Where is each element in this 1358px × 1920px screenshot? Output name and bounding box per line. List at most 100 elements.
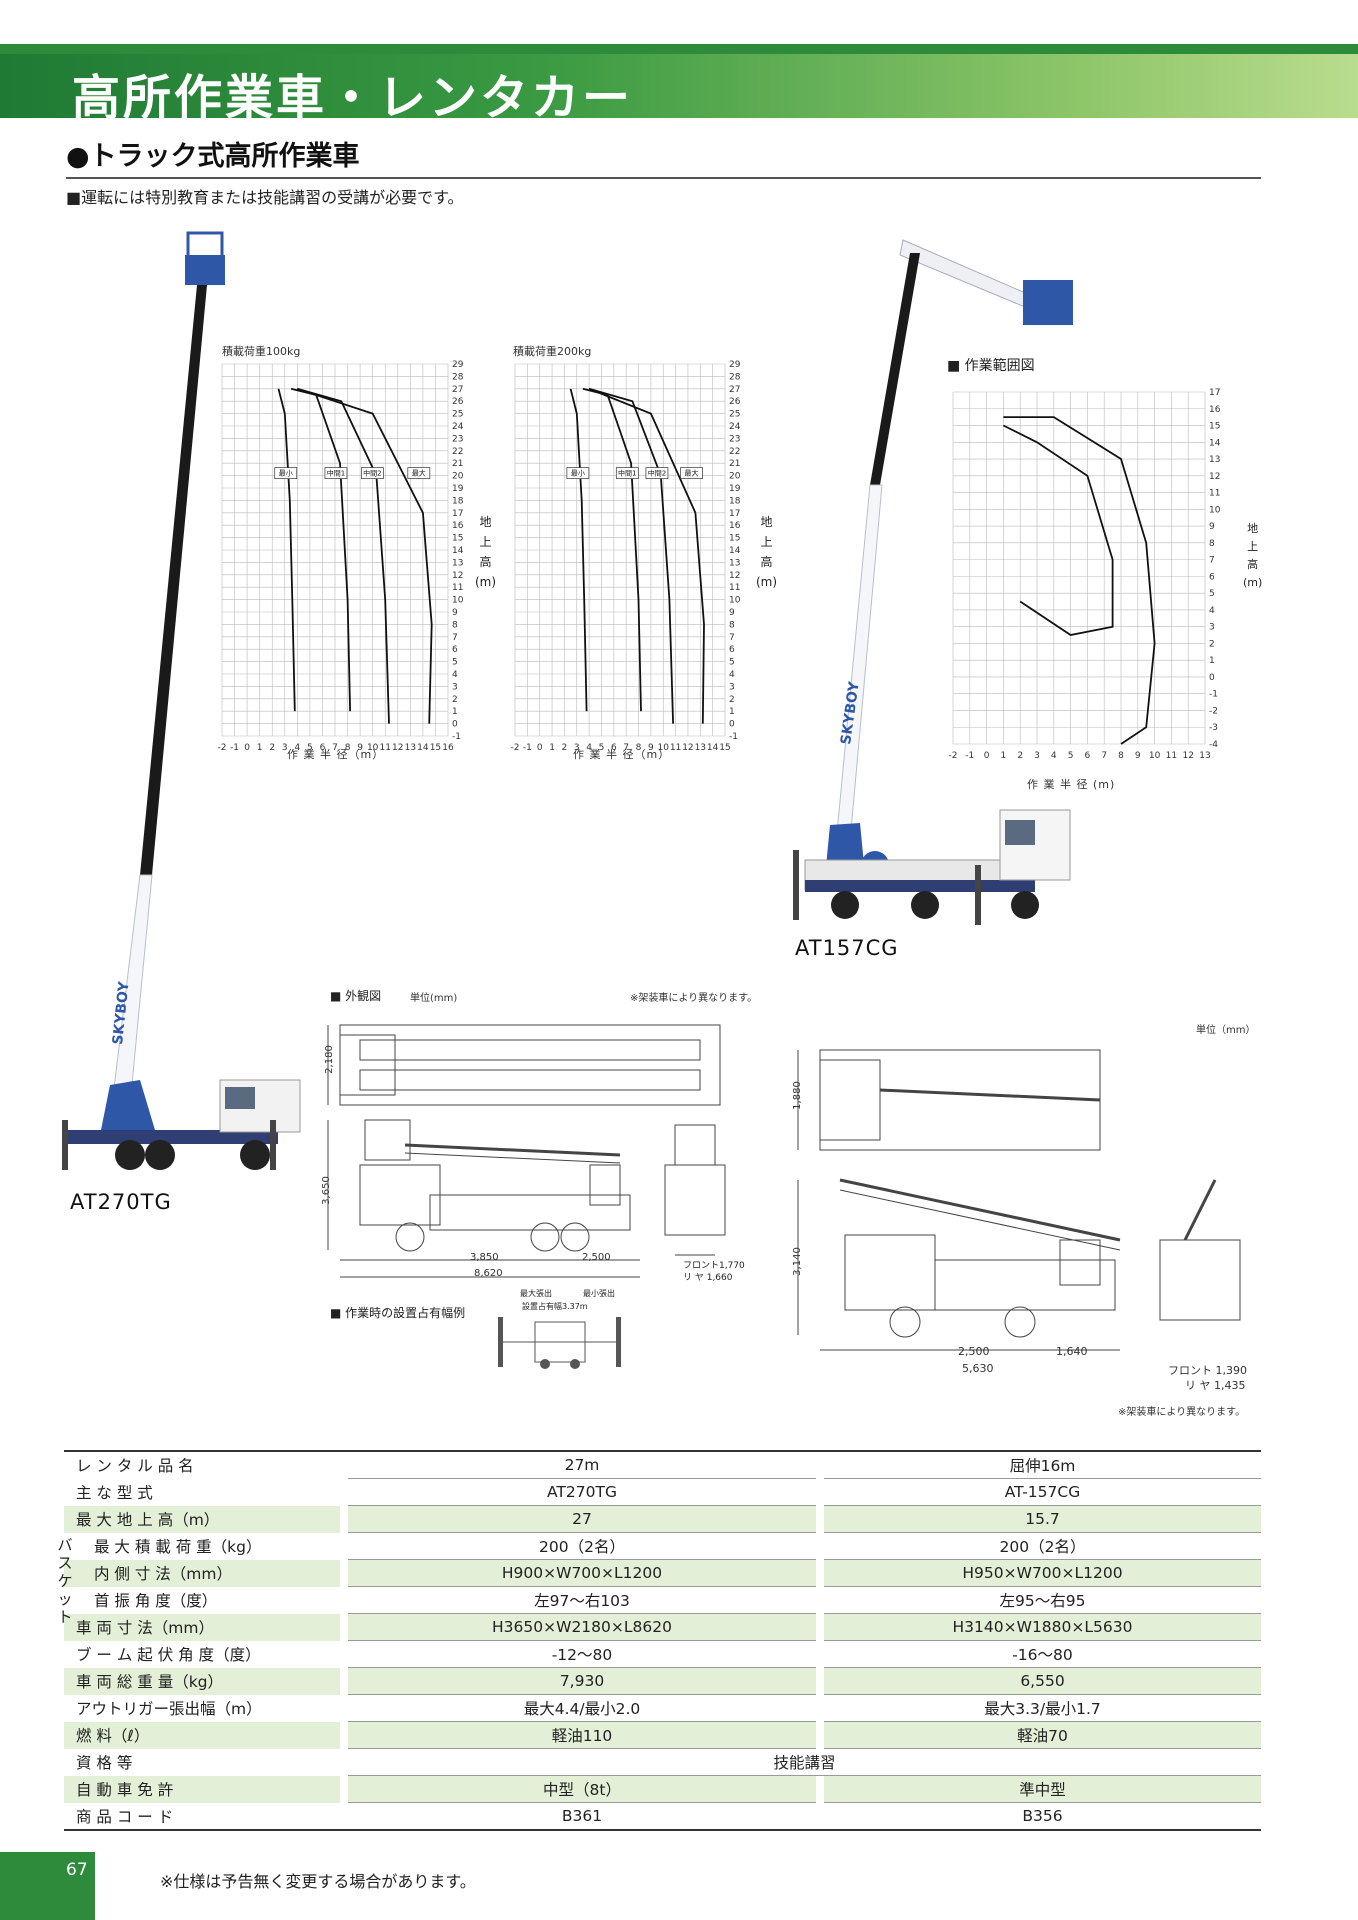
y-tick-label: 24 — [452, 422, 464, 432]
y-tick-label: 16 — [1209, 405, 1221, 415]
x-tick-label: 11 — [379, 743, 390, 753]
x-tick-label: 9 — [648, 743, 654, 753]
y-tick-label: 7 — [452, 633, 458, 643]
y-tick-label: 16 — [452, 521, 464, 531]
y-tick-label: 13 — [452, 558, 463, 568]
spec-row: ブ ー ム 起 伏 角 度（度）-12～80-16～80 — [64, 1640, 1261, 1668]
y-tick-label: 12 — [452, 571, 463, 581]
dim-w1: 3,850 — [470, 1252, 499, 1263]
y-tick-label: 9 — [452, 608, 458, 618]
spec-value-27m: -12～80 — [348, 1640, 816, 1668]
spec-value-16m: 最大3.3/最小1.7 — [824, 1694, 1261, 1722]
exterior157-unit: 単位（mm） — [1196, 1025, 1256, 1036]
spec-label: 車 両 寸 法（mm） — [64, 1613, 340, 1641]
spec-change-note: ※仕様は予告無く変更する場合があります。 — [160, 1872, 476, 1891]
y-tick-label: 12 — [729, 571, 740, 581]
spec-value-27m: 中型（8t） — [348, 1775, 816, 1803]
x-tick-label: 11 — [1166, 751, 1177, 761]
x-tick-label: 5 — [1068, 751, 1074, 761]
x-tick-label: -1 — [523, 743, 532, 753]
y-tick-label: 17 — [729, 509, 740, 519]
x-tick-label: 1 — [257, 743, 263, 753]
series-line-最大 — [297, 387, 433, 724]
x-tick-label: 7 — [623, 743, 629, 753]
x-tick-label: 2 — [1017, 751, 1023, 761]
dim157-total: 5,630 — [962, 1362, 994, 1375]
spec-value-16m: B356 — [824, 1802, 1261, 1831]
y-tick-label: 8 — [452, 620, 458, 630]
x-tick-label: -1 — [965, 751, 974, 761]
y-tick-label: 5 — [729, 658, 735, 668]
series-line-outer — [1003, 416, 1156, 745]
basket-shape — [185, 255, 225, 285]
spec-value-27m: H900×W700×L1200 — [348, 1559, 816, 1587]
y-tick-label: 4 — [1209, 606, 1215, 616]
y-tick-label: 18 — [452, 496, 464, 506]
y-tick-label: 16 — [729, 521, 741, 531]
spec-value-27m: 27 — [348, 1505, 816, 1533]
y-tick-label: 14 — [729, 546, 741, 556]
setup-title: ■ 作業時の設置占有幅例 — [330, 1306, 466, 1320]
x-tick-label: 9 — [1135, 751, 1141, 761]
chart100-xlabel: 作 業 半 径（m） — [287, 748, 385, 761]
y-tick-label: -1 — [452, 732, 461, 742]
y-tick-label: 15 — [729, 534, 740, 544]
chart157-xlabel: 作 業 半 径 (m) — [1027, 778, 1116, 791]
series-badge — [566, 467, 590, 479]
chart157-title: ■ 作業範囲図 — [947, 358, 1035, 374]
dim157-w2: 1,640 — [1056, 1345, 1088, 1358]
exterior-drawing-at270tg — [327, 1024, 726, 1278]
y-tick-label: 2 — [1209, 639, 1215, 649]
y-tick-label: 15 — [1209, 422, 1220, 432]
x-tick-label: 3 — [574, 743, 580, 753]
y-tick-label: 8 — [1209, 539, 1215, 549]
exterior-title: ■ 外観図 — [330, 989, 382, 1003]
spec-row: 最 大 積 載 荷 重（kg）200（2名）200（2名） — [64, 1532, 1261, 1560]
setup-min: 最小張出 — [583, 1289, 615, 1298]
section-divider — [66, 177, 1261, 179]
x-tick-label: 0 — [984, 751, 990, 761]
spec-value: 技能講習 — [348, 1748, 1261, 1776]
dim157-front: フロント 1,390 — [1168, 1364, 1247, 1377]
y-tick-label: 1 — [729, 707, 735, 717]
setup-diagram — [498, 1317, 621, 1369]
x-tick-label: 11 — [670, 743, 681, 753]
spec-label: 車 両 総 重 量（kg） — [64, 1667, 340, 1695]
dim-front: フロント1,770 — [683, 1261, 745, 1271]
y-tick-label: 0 — [452, 720, 458, 730]
spec-value-16m: -16～80 — [824, 1640, 1261, 1668]
x-tick-label: 8 — [345, 743, 351, 753]
x-tick-label: -1 — [230, 743, 239, 753]
y-tick-label: 28 — [729, 372, 741, 382]
y-tick-label: 27 — [729, 385, 740, 395]
dim157-w1: 2,500 — [958, 1345, 990, 1358]
y-tick-label: 2 — [452, 695, 458, 705]
y-tick-label: 18 — [729, 496, 741, 506]
y-tick-label: 15 — [452, 534, 463, 544]
series-badge-label: 最小 — [279, 469, 293, 478]
series-badge-label: 最大 — [685, 469, 699, 478]
y-tick-label: 7 — [1209, 556, 1215, 566]
x-tick-label: 0 — [244, 743, 250, 753]
x-tick-label: 7 — [332, 743, 338, 753]
spec-value-27m: 左97～右103 — [348, 1586, 816, 1614]
setup-max: 最大張出 — [520, 1289, 552, 1298]
y-tick-label: 29 — [729, 360, 741, 370]
x-tick-label: 16 — [442, 743, 454, 753]
spec-value-27m: 最大4.4/最小2.0 — [348, 1694, 816, 1722]
y-tick-label: 1 — [1209, 656, 1215, 666]
spec-value-27m: AT270TG — [348, 1478, 816, 1506]
spec-value-27m: 軽油110 — [348, 1721, 816, 1749]
section-title: ●トラック式高所作業車 — [66, 141, 360, 172]
y-tick-label: -3 — [1209, 723, 1218, 733]
basket-group-label: バスケット — [57, 1536, 73, 1626]
y-tick-label: 22 — [452, 447, 463, 457]
